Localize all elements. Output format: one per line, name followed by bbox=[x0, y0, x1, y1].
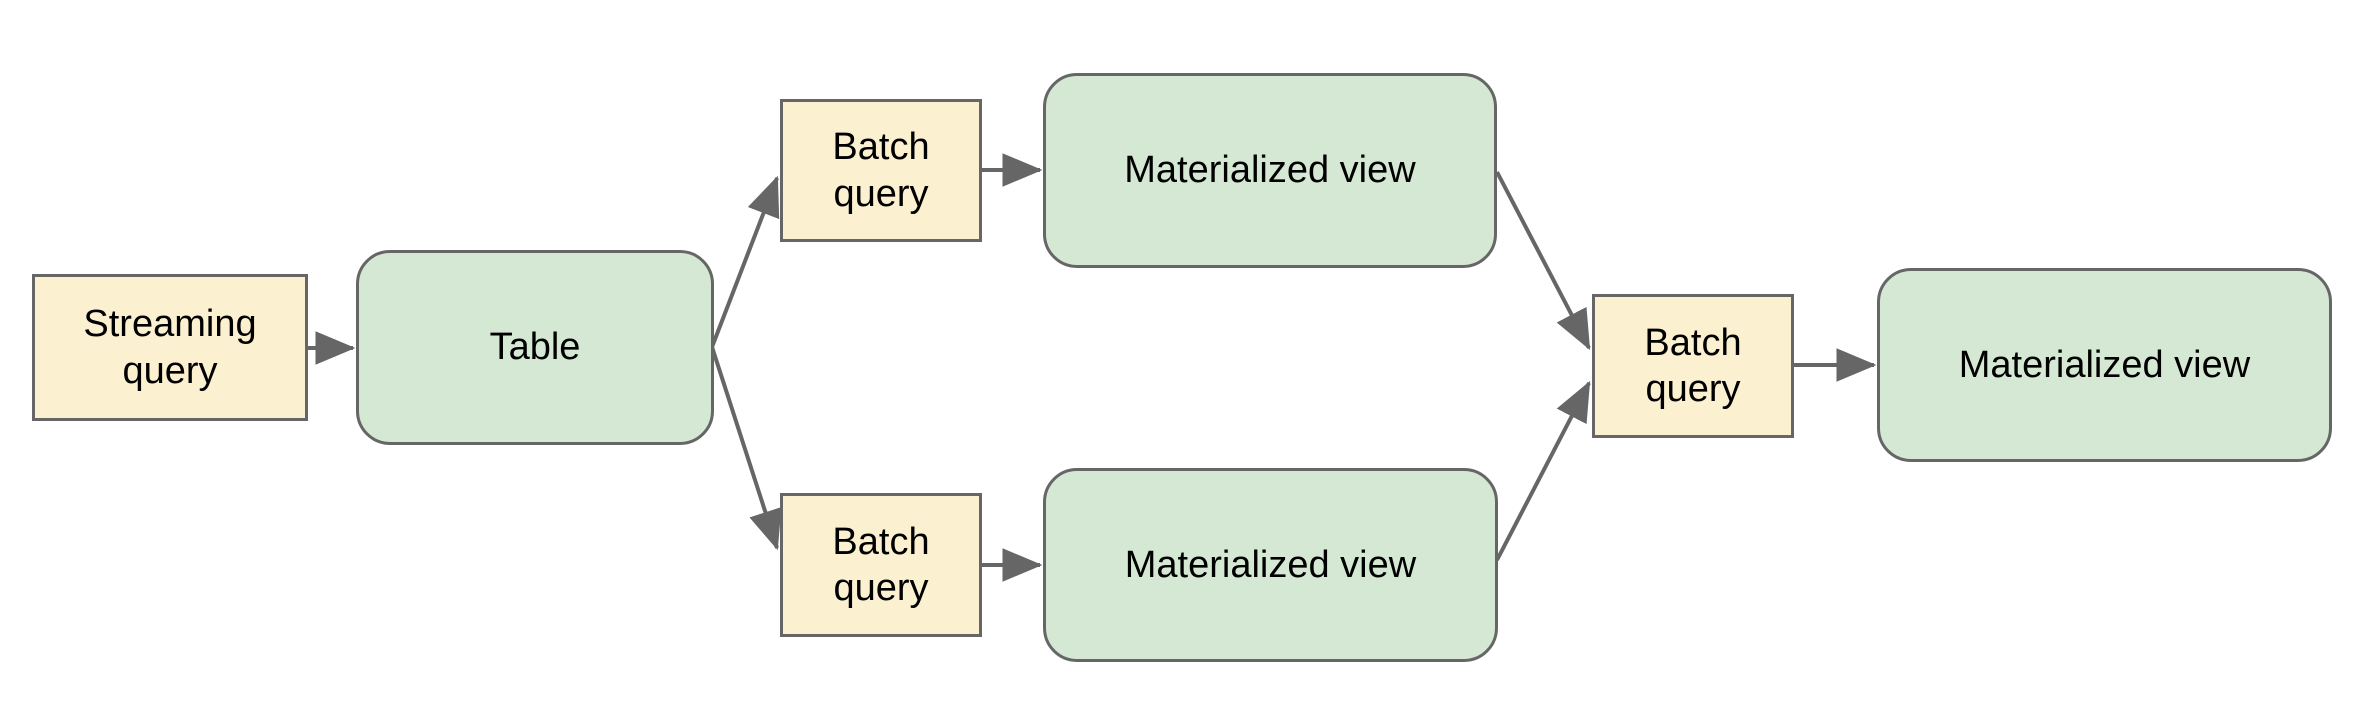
node-batch-query-bottom[interactable]: Batch query bbox=[780, 493, 982, 637]
node-materialized-view-right[interactable]: Materialized view bbox=[1877, 268, 2332, 462]
node-table[interactable]: Table bbox=[356, 250, 714, 445]
node-materialized-view-bottom-label: Materialized view bbox=[1124, 543, 1417, 586]
node-batch-query-middle-label: Batch query bbox=[1644, 321, 1742, 410]
edge-materialized-view-top-to-batch-query-middle bbox=[1495, 171, 1591, 351]
node-batch-query-top[interactable]: Batch query bbox=[780, 99, 982, 242]
node-batch-query-bottom-label: Batch query bbox=[832, 520, 930, 609]
node-streaming-query-label: Streaming query bbox=[83, 303, 257, 392]
node-materialized-view-top-label: Materialized view bbox=[1124, 149, 1416, 192]
node-materialized-view-top[interactable]: Materialized view bbox=[1043, 73, 1497, 268]
node-table-label: Table bbox=[489, 326, 581, 369]
node-batch-query-middle[interactable]: Batch query bbox=[1592, 294, 1794, 438]
node-materialized-view-bottom[interactable]: Materialized view bbox=[1043, 468, 1498, 662]
node-batch-query-top-label: Batch query bbox=[832, 126, 930, 215]
edge-table-to-batch-query-top bbox=[710, 175, 780, 348]
edge-materialized-view-bottom-to-batch-query-middle bbox=[1495, 380, 1591, 561]
node-streaming-query[interactable]: Streaming query bbox=[32, 274, 308, 421]
node-materialized-view-right-label: Materialized view bbox=[1958, 343, 2251, 386]
edge-table-to-batch-query-bottom bbox=[710, 346, 782, 551]
